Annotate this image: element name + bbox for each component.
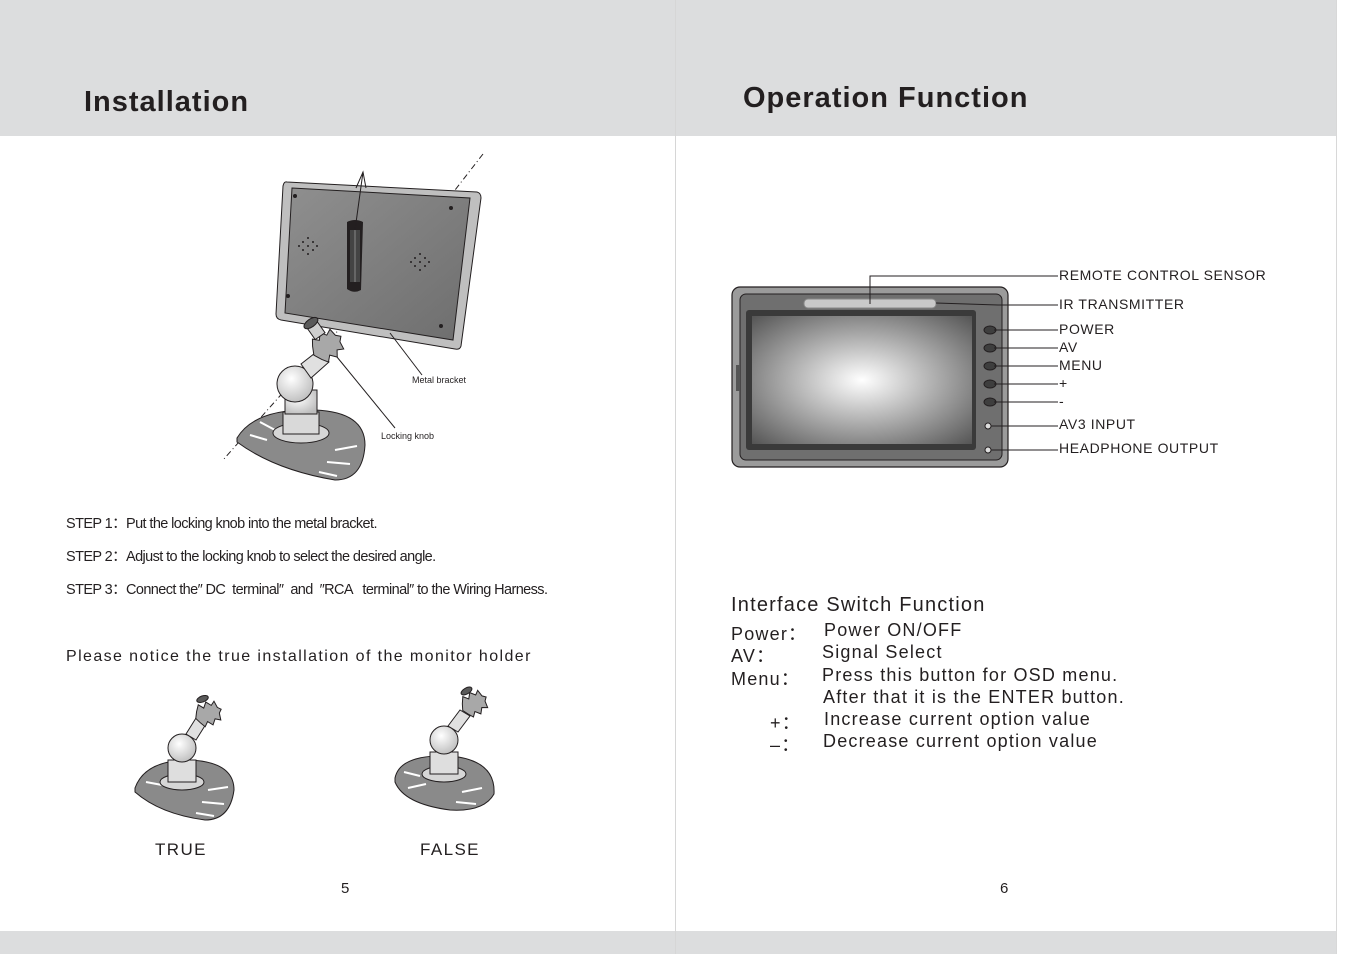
callout-power: POWER xyxy=(1059,321,1115,337)
callout-menu: MENU xyxy=(1059,357,1103,373)
page-footer-left xyxy=(0,931,675,954)
interface-key-av: AV： xyxy=(731,646,776,666)
callout-av: AV xyxy=(1059,339,1078,355)
false-label: FALSE xyxy=(420,840,480,859)
callout-remote-control-sensor: REMOTE CONTROL SENSOR xyxy=(1059,267,1267,283)
page-gutter xyxy=(675,0,676,954)
callout-ir-transmitter: IR TRANSMITTER xyxy=(1059,296,1185,312)
interface-key-minus: –： xyxy=(770,735,801,755)
interface-value-menu: Press this button for OSD menu. xyxy=(822,665,1119,685)
interface-value-menu-cont: After that it is the ENTER button. xyxy=(823,687,1125,707)
page-header-left xyxy=(0,0,675,136)
callout-minus: - xyxy=(1059,393,1065,409)
step-1: STEP 1：Put the locking knob into the met… xyxy=(66,516,377,532)
page-number-right: 6 xyxy=(1000,880,1009,897)
interface-heading: Interface Switch Function xyxy=(731,594,986,616)
step-2: STEP 2：Adjust to the locking knob to sel… xyxy=(66,549,436,565)
true-holder-illustration xyxy=(134,694,235,821)
interface-value-plus: Increase current option value xyxy=(824,709,1091,729)
metal-bracket-label: Metal bracket xyxy=(412,375,467,385)
true-label: TRUE xyxy=(155,840,207,859)
page-number-left: 5 xyxy=(341,880,350,897)
interface-key-menu: Menu： xyxy=(731,669,801,689)
false-holder-illustration xyxy=(394,686,495,811)
callout-av3-input: AV3 INPUT xyxy=(1059,416,1136,432)
interface-value-av: Signal Select xyxy=(822,642,943,662)
operation-function-title: Operation Function xyxy=(743,82,1029,114)
interface-key-power: Power： xyxy=(731,624,808,644)
page-header-right xyxy=(676,0,1336,136)
installation-notice: Please notice the true installation of t… xyxy=(66,648,532,665)
installation-title: Installation xyxy=(84,86,250,118)
locking-knob-label: Locking knob xyxy=(381,431,434,441)
installation-diagram: Metal bracket Locking knob xyxy=(222,153,484,481)
interface-value-power: Power ON/OFF xyxy=(824,620,963,640)
page-footer-right xyxy=(676,931,1336,954)
page-left: Installation xyxy=(0,0,675,954)
interface-value-minus: Decrease current option value xyxy=(823,731,1098,751)
interface-key-plus: +： xyxy=(770,713,801,733)
callout-plus: + xyxy=(1059,375,1068,391)
page-right: Operation Function 6 xyxy=(676,0,1337,954)
callout-headphone-output: HEADPHONE OUTPUT xyxy=(1059,440,1219,456)
step-3: STEP 3：Connect the″ DC terminal″ and ″RC… xyxy=(66,582,548,598)
monitor-front-diagram xyxy=(731,275,1058,468)
